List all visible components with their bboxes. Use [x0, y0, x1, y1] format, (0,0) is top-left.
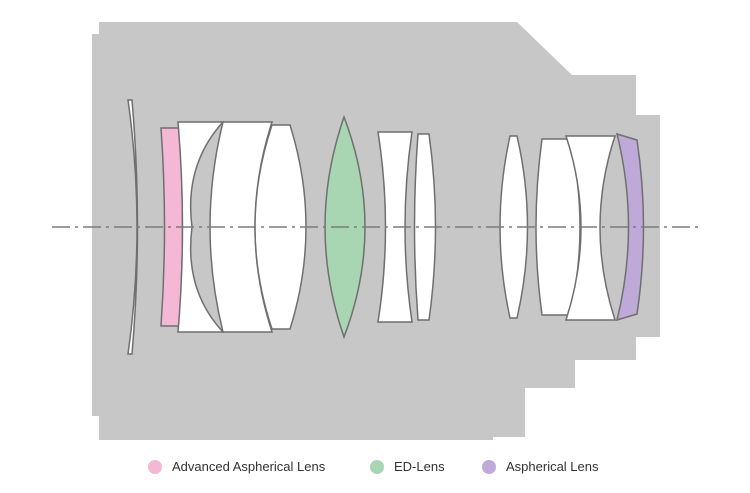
lens-element-9 [499, 135, 529, 319]
aspherical-lens [615, 132, 645, 322]
lens-construction-diagram [52, 22, 698, 440]
lens-element-11 [564, 135, 617, 321]
legend-item-aspherical: Aspherical Lens [482, 459, 599, 474]
aspherical-lens-swatch [482, 459, 496, 474]
legend-item-ed-lens: ED-Lens [370, 459, 445, 474]
ed-lens-swatch [370, 459, 384, 474]
legend-label: Advanced Aspherical Lens [172, 459, 326, 474]
advanced-aspherical-swatch [148, 459, 162, 474]
legend-item-advanced-aspherical: Advanced Aspherical Lens [148, 459, 325, 474]
legend-label: ED-Lens [394, 459, 445, 474]
lens-element-3 [177, 121, 225, 333]
lens-element-1 [127, 99, 139, 355]
legend-label: Aspherical Lens [506, 459, 599, 474]
legend: Advanced Aspherical Lens ED-Lens Aspheri… [0, 455, 750, 483]
